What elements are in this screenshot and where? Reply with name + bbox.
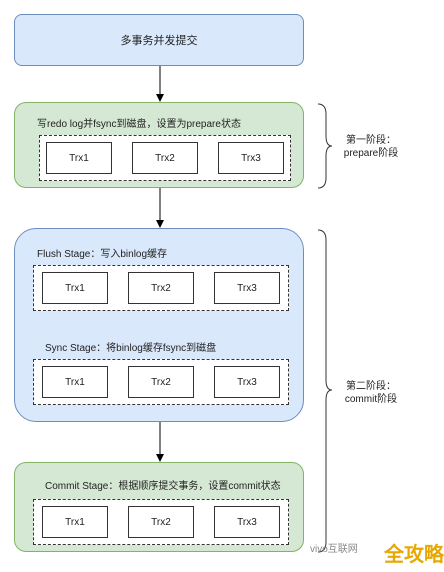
- trx-box: Trx2: [128, 366, 194, 398]
- trx-box: Trx2: [132, 142, 198, 174]
- side-label-line: commit阶段: [344, 394, 398, 405]
- side-label-prepare: 第一阶段： prepare阶段: [336, 134, 406, 160]
- trx-box: Trx3: [218, 142, 284, 174]
- trx-box: Trx3: [214, 272, 280, 304]
- watermark-text: vivo互联网: [310, 544, 358, 555]
- brace-commit: [317, 229, 333, 553]
- trx-box: Trx1: [42, 272, 108, 304]
- side-label-line: prepare阶段: [343, 148, 399, 159]
- commit-phase-box: Commit Stage：根据顺序提交事务，设置commit状态 Trx1 Tr…: [14, 462, 304, 552]
- trx-box: Trx3: [214, 366, 280, 398]
- commit-stage-title: Commit Stage：根据顺序提交事务，设置commit状态: [45, 481, 281, 492]
- trx-box: Trx1: [42, 366, 108, 398]
- side-label-line: 第一阶段：: [346, 135, 396, 146]
- start-label: 多事务并发提交: [120, 35, 198, 47]
- trx-box: Trx2: [128, 506, 194, 538]
- prepare-trx-group: Trx1 Trx2 Trx3: [39, 135, 291, 181]
- commit-trx-group: Trx1 Trx2 Trx3: [33, 499, 289, 545]
- trx-box: Trx1: [42, 506, 108, 538]
- prepare-title: 写redo log并fsync到磁盘，设置为prepare状态: [37, 119, 241, 130]
- prepare-phase-box: 写redo log并fsync到磁盘，设置为prepare状态 Trx1 Trx…: [14, 102, 304, 188]
- trx-box: Trx2: [128, 272, 194, 304]
- side-label-line: 第二阶段：: [346, 381, 396, 392]
- trx-box: Trx3: [214, 506, 280, 538]
- flush-stage-title: Flush Stage：写入binlog缓存: [37, 249, 168, 260]
- watermark-badge: 全攻略: [384, 544, 444, 566]
- brace-prepare: [317, 103, 333, 189]
- sync-trx-group: Trx1 Trx2 Trx3: [33, 359, 289, 405]
- flush-trx-group: Trx1 Trx2 Trx3: [33, 265, 289, 311]
- binlog-phase-box: Flush Stage：写入binlog缓存 Trx1 Trx2 Trx3 Sy…: [14, 228, 304, 422]
- sync-stage-title: Sync Stage：将binlog缓存fsync到磁盘: [45, 343, 217, 354]
- start-box: 多事务并发提交: [14, 14, 304, 66]
- side-label-commit: 第二阶段： commit阶段: [336, 380, 406, 406]
- trx-box: Trx1: [46, 142, 112, 174]
